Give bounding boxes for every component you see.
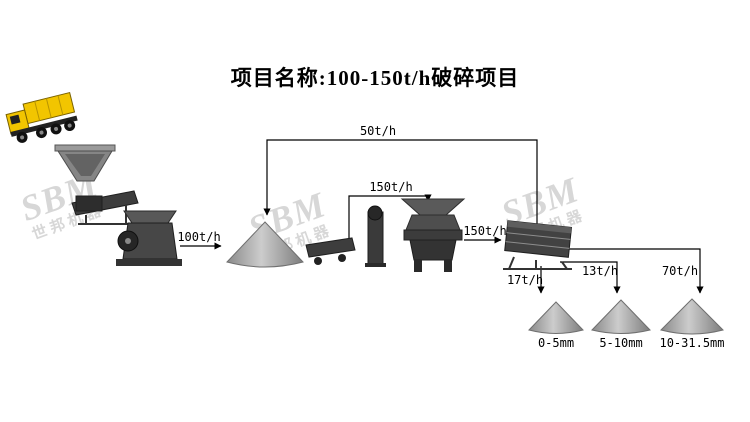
stockpile [226,221,304,268]
feed-hopper [54,144,116,182]
truck-chassis [10,115,78,137]
flow-line-product-3 [568,248,704,294]
flow-line-screen-return [263,139,538,224]
screen-leg [561,261,568,270]
dump-truck [5,91,78,143]
conveyor-roller [338,254,346,262]
crusher-leg [414,260,422,272]
vibrating-feeder [71,190,139,225]
rate-label-screen-return: 50t/h [359,124,397,138]
product-pile-5-10mm [591,299,651,334]
product-pile-10-31-5mm [660,298,724,335]
product-pile-0-5mm [528,301,584,334]
rate-label-product-3: 70t/h [661,264,699,278]
project-title: 项目名称:100-150t/h破碎项目 [230,66,520,90]
rate-label-jaw-to-stockpile: 100t/h [177,230,221,244]
rate-label-cone-to-screen: 150t/h [463,224,507,238]
jaw-crusher [116,210,182,266]
flow-lines [180,139,704,294]
crusher-base [116,259,182,266]
vibrating-screen [503,220,573,270]
feeder-conveyor [305,237,356,265]
cone-crusher [400,198,466,272]
size-label-product-1: 0-5mm [537,336,575,350]
screen-leg [508,256,515,270]
conveyor-roller [314,257,322,265]
bucket-elevator [365,205,386,267]
flow-line-product-2 [560,261,621,294]
rate-label-stockpile-to-cone: 150t/h [369,180,413,194]
rate-label-product-2: 13t/h [581,264,619,278]
rate-label-product-1: 17t/h [506,273,544,287]
truck-window [9,114,21,125]
size-label-product-2: 5-10mm [599,336,643,350]
crusher-leg [444,260,452,272]
size-label-product-3: 10-31.5mm [659,336,725,350]
